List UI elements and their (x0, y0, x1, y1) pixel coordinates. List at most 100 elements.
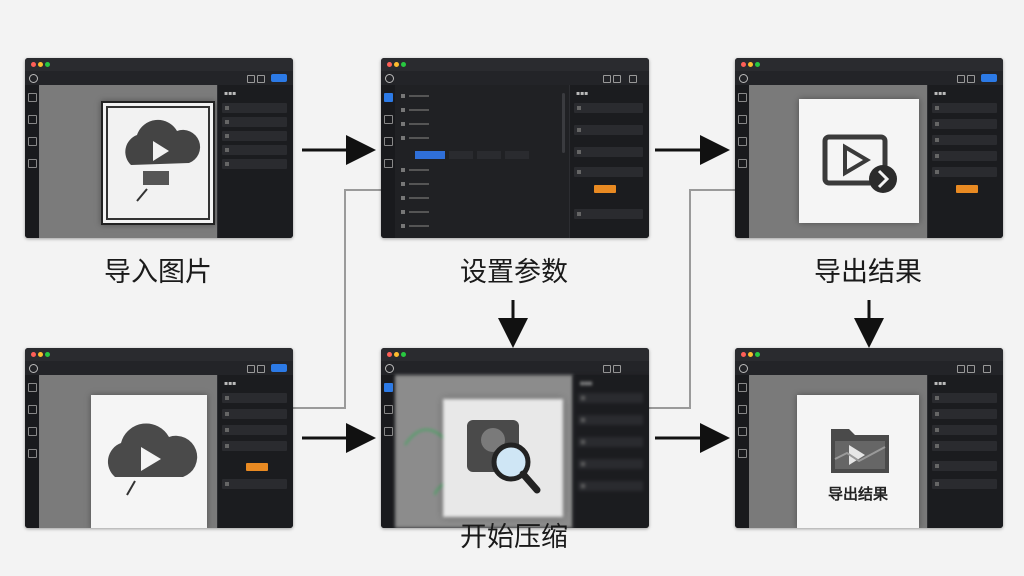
property-row[interactable] (222, 159, 287, 169)
property-row[interactable] (222, 425, 287, 435)
property-row[interactable] (932, 409, 997, 419)
slider-highlight[interactable] (246, 463, 268, 471)
list-item[interactable] (401, 165, 565, 175)
maximize-dot[interactable] (401, 352, 406, 357)
tool-icon[interactable] (738, 383, 747, 392)
toolbar-icon[interactable] (247, 75, 255, 83)
list-item[interactable] (401, 207, 565, 217)
maximize-dot[interactable] (401, 62, 406, 67)
property-row[interactable] (222, 409, 287, 419)
scrollbar[interactable] (562, 93, 565, 153)
property-row[interactable] (932, 441, 997, 451)
tool-icon[interactable] (738, 405, 747, 414)
property-row[interactable] (578, 481, 643, 491)
minimize-dot[interactable] (748, 62, 753, 67)
maximize-dot[interactable] (45, 352, 50, 357)
primary-button[interactable] (981, 74, 997, 82)
toolbar-icon[interactable] (257, 75, 265, 83)
list-item[interactable] (401, 193, 565, 203)
tool-icon[interactable] (738, 159, 747, 168)
close-dot[interactable] (741, 352, 746, 357)
tool-icon[interactable] (384, 137, 393, 146)
tool-icon[interactable] (738, 137, 747, 146)
property-row[interactable] (222, 145, 287, 155)
tool-icon[interactable] (384, 115, 393, 124)
close-dot[interactable] (31, 352, 36, 357)
toolbar-icon[interactable] (983, 365, 991, 373)
tool-icon[interactable] (28, 115, 37, 124)
property-row[interactable] (222, 479, 287, 489)
tool-icon[interactable] (384, 427, 393, 436)
tool-icon[interactable] (28, 383, 37, 392)
property-row[interactable] (222, 131, 287, 141)
toolbar-icon[interactable] (967, 365, 975, 373)
property-row[interactable] (578, 459, 643, 469)
property-row[interactable] (578, 393, 643, 403)
list-item[interactable] (401, 221, 565, 231)
toolbar-icon[interactable] (967, 75, 975, 83)
list-item[interactable] (401, 179, 565, 189)
tool-icon[interactable] (738, 427, 747, 436)
property-row[interactable] (222, 103, 287, 113)
option-chip[interactable] (477, 151, 501, 159)
property-row[interactable] (932, 425, 997, 435)
tool-icon[interactable] (738, 449, 747, 458)
minimize-dot[interactable] (394, 352, 399, 357)
property-row[interactable] (222, 441, 287, 451)
tool-icon[interactable] (28, 449, 37, 458)
tool-icon[interactable] (28, 427, 37, 436)
toolbar-icon[interactable] (247, 365, 255, 373)
property-row[interactable] (574, 125, 643, 135)
tool-icon[interactable] (384, 159, 393, 168)
toolbar-icon[interactable] (629, 75, 637, 83)
toolbar-icon[interactable] (613, 365, 621, 373)
minimize-dot[interactable] (748, 352, 753, 357)
tool-icon[interactable] (28, 405, 37, 414)
property-row[interactable] (222, 117, 287, 127)
close-dot[interactable] (741, 62, 746, 67)
property-row[interactable] (932, 151, 997, 161)
property-row[interactable] (932, 461, 997, 471)
maximize-dot[interactable] (755, 352, 760, 357)
toolbar-icon[interactable] (957, 365, 965, 373)
maximize-dot[interactable] (45, 62, 50, 67)
property-row[interactable] (932, 167, 997, 177)
tool-icon[interactable] (738, 115, 747, 124)
minimize-dot[interactable] (38, 62, 43, 67)
close-dot[interactable] (387, 62, 392, 67)
tool-icon[interactable] (28, 159, 37, 168)
close-dot[interactable] (387, 352, 392, 357)
list-item[interactable] (401, 133, 565, 143)
toolbar-icon[interactable] (603, 365, 611, 373)
tool-icon[interactable] (384, 383, 393, 392)
slider-highlight[interactable] (594, 185, 616, 193)
tool-icon[interactable] (384, 405, 393, 414)
tool-icon[interactable] (28, 93, 37, 102)
option-chip[interactable] (449, 151, 473, 159)
property-row[interactable] (578, 437, 643, 447)
property-row[interactable] (574, 147, 643, 157)
toolbar-icon[interactable] (257, 365, 265, 373)
option-chip[interactable] (505, 151, 529, 159)
primary-button[interactable] (271, 364, 287, 372)
list-item[interactable] (401, 91, 565, 101)
property-row[interactable] (574, 103, 643, 113)
property-row[interactable] (578, 415, 643, 425)
property-row[interactable] (932, 103, 997, 113)
option-chip-selected[interactable] (415, 151, 445, 159)
property-row[interactable] (932, 393, 997, 403)
property-row[interactable] (932, 479, 997, 489)
toolbar-icon[interactable] (613, 75, 621, 83)
primary-button[interactable] (271, 74, 287, 82)
close-dot[interactable] (31, 62, 36, 67)
property-row[interactable] (574, 167, 643, 177)
property-row[interactable] (574, 209, 643, 219)
property-row[interactable] (222, 393, 287, 403)
minimize-dot[interactable] (38, 352, 43, 357)
tool-icon[interactable] (738, 93, 747, 102)
property-row[interactable] (932, 135, 997, 145)
toolbar-icon[interactable] (957, 75, 965, 83)
tool-icon[interactable] (384, 93, 393, 102)
property-row[interactable] (932, 119, 997, 129)
list-item[interactable] (401, 119, 565, 129)
